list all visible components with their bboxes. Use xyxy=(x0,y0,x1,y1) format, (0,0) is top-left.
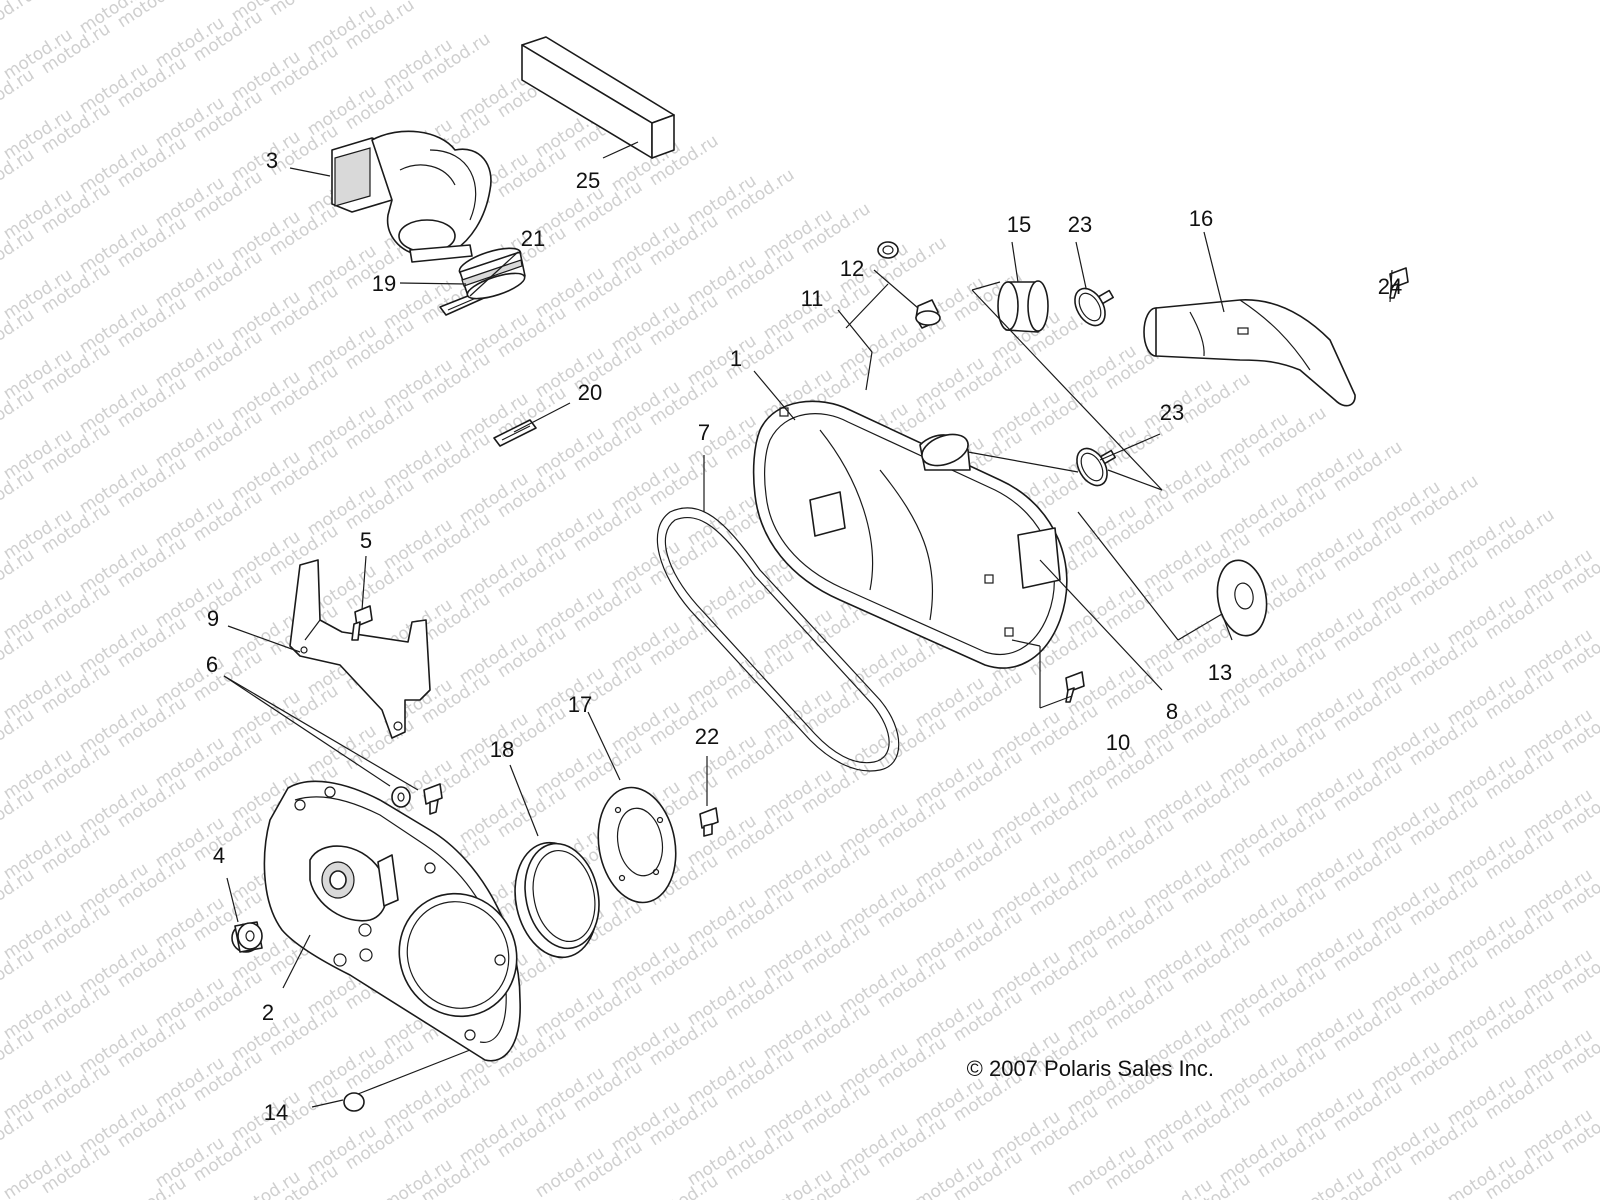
callout-numbers: 3 25 21 19 20 5 9 6 4 2 14 18 17 22 7 1 … xyxy=(206,148,1402,1125)
part-3-intake-duct xyxy=(331,130,492,263)
part-1-outer-cover xyxy=(752,400,1068,669)
callout-20: 20 xyxy=(578,380,602,405)
callout-23-upper: 23 xyxy=(1068,212,1092,237)
callout-6: 6 xyxy=(206,652,218,677)
callout-4: 4 xyxy=(213,843,225,868)
part-5-bolt xyxy=(351,605,373,641)
part-11-o-ring xyxy=(877,241,899,259)
part-4-bushing xyxy=(231,921,263,953)
callout-22: 22 xyxy=(695,724,719,749)
part-19-boot xyxy=(458,247,526,300)
callout-16: 16 xyxy=(1189,206,1213,231)
part-6-washer-bolt xyxy=(391,783,443,815)
callout-25: 25 xyxy=(576,168,600,193)
callout-14: 14 xyxy=(264,1100,288,1125)
callout-1: 1 xyxy=(730,346,742,371)
watermark-text: motod.ru xyxy=(1140,1175,1216,1200)
part-23-clamp-upper xyxy=(1074,287,1114,327)
callout-13: 13 xyxy=(1208,660,1232,685)
part-17-seal-plate xyxy=(597,786,677,904)
part-9-bracket xyxy=(289,559,431,739)
callout-18: 18 xyxy=(490,737,514,762)
callout-3: 3 xyxy=(266,148,278,173)
part-25-foam-block xyxy=(521,36,675,159)
watermark-text: motod.ru xyxy=(0,0,38,44)
part-13-gasket xyxy=(1216,559,1268,637)
callout-11: 11 xyxy=(801,286,824,311)
part-18-seal xyxy=(514,841,600,959)
part-7-drive-belt xyxy=(656,507,900,772)
part-2-inner-cover xyxy=(263,780,521,1062)
callout-23-lower: 23 xyxy=(1160,400,1184,425)
callout-15: 15 xyxy=(1007,212,1031,237)
callout-21: 21 xyxy=(521,226,545,251)
callout-17: 17 xyxy=(568,692,592,717)
callout-8: 8 xyxy=(1166,699,1178,724)
callout-2: 2 xyxy=(262,1000,274,1025)
copyright-text: © 2007 Polaris Sales Inc. xyxy=(967,1056,1214,1081)
part-14-plug xyxy=(343,1092,365,1112)
callout-12: 12 xyxy=(840,256,864,281)
callout-24: 24 xyxy=(1378,274,1402,299)
callout-5: 5 xyxy=(360,528,372,553)
part-24-bolt xyxy=(1389,267,1409,299)
callout-9: 9 xyxy=(207,606,219,631)
part-22-bolt xyxy=(699,807,719,837)
part-12-fitting xyxy=(915,299,941,329)
callout-7: 7 xyxy=(698,420,710,445)
callout-19: 19 xyxy=(372,271,396,296)
watermark-text: motod.ru xyxy=(266,0,342,20)
callout-10: 10 xyxy=(1106,730,1130,755)
leader-lines xyxy=(223,141,1393,1108)
part-15-adapter xyxy=(997,280,1049,333)
part-16-outlet-duct xyxy=(1143,299,1356,407)
